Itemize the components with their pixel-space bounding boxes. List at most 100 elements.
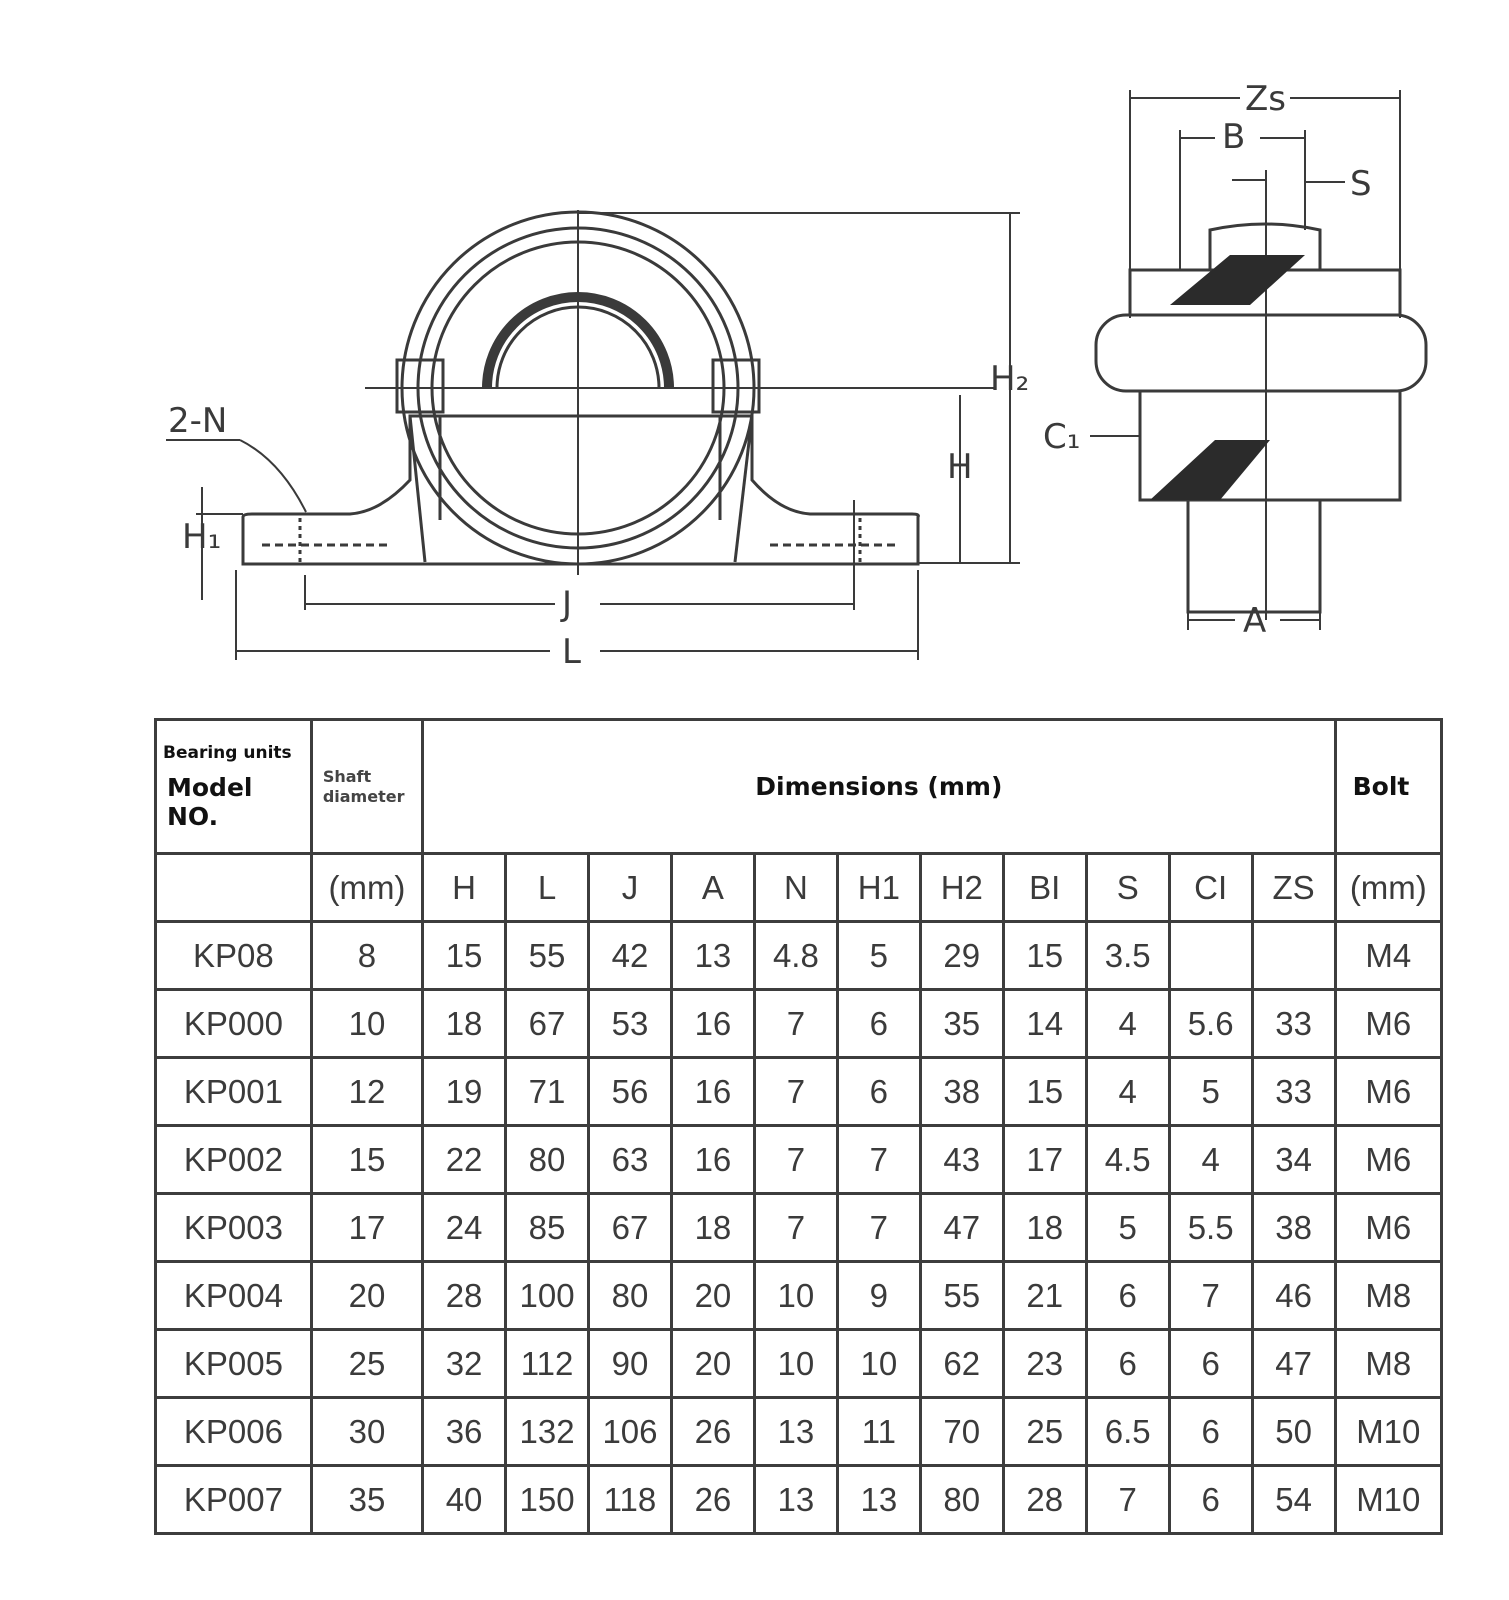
value-cell: 33 [1250, 1056, 1337, 1127]
value-cell: 24 [421, 1192, 508, 1263]
value-cell: 6.5 [1084, 1396, 1171, 1467]
subheader-cell: BI [1001, 852, 1088, 923]
value-cell: 22 [421, 1124, 508, 1195]
value-cell: 13 [669, 920, 756, 991]
value-cell: 10 [835, 1328, 922, 1399]
value-cell: 67 [587, 1192, 673, 1263]
value-cell: 63 [587, 1124, 673, 1195]
value-cell: 4.5 [1084, 1124, 1171, 1195]
value-cell: 54 [1250, 1464, 1337, 1535]
value-cell: 40 [421, 1464, 508, 1535]
model-cell: KP001 [154, 1056, 313, 1127]
value-cell: M6 [1333, 1056, 1444, 1127]
model-cell: KP004 [154, 1260, 313, 1331]
value-cell: 5 [1084, 1192, 1171, 1263]
value-cell: 16 [669, 1056, 756, 1127]
value-cell: 18 [421, 988, 508, 1059]
value-cell: 7 [1084, 1464, 1171, 1535]
label-h1: H₁ [182, 517, 221, 557]
value-cell: 25 [309, 1328, 425, 1399]
label-h2: H₂ [990, 359, 1029, 399]
value-cell: 7 [752, 1192, 839, 1263]
value-cell: 29 [918, 920, 1005, 991]
value-cell: 20 [309, 1260, 425, 1331]
value-cell: 10 [309, 988, 425, 1059]
value-cell: 15 [1001, 1056, 1088, 1127]
subheader-cell: ZS [1250, 852, 1337, 923]
value-cell: 4.8 [752, 920, 839, 991]
value-cell: 6 [1167, 1464, 1254, 1535]
subheader-cell: N [752, 852, 839, 923]
subheader-cell: (mm) [1333, 852, 1444, 923]
value-cell: 15 [421, 920, 508, 991]
value-cell: 26 [669, 1464, 756, 1535]
subheader-cell: H [421, 852, 508, 923]
value-cell: 43 [918, 1124, 1005, 1195]
value-cell: 4 [1084, 988, 1171, 1059]
value-cell: 8 [309, 920, 425, 991]
value-cell: 70 [918, 1396, 1005, 1467]
value-cell: 20 [669, 1260, 756, 1331]
model-cell: KP006 [154, 1396, 313, 1467]
label-b: B [1222, 117, 1245, 157]
value-cell: 21 [1001, 1260, 1088, 1331]
value-cell: 7 [752, 988, 839, 1059]
value-cell: 80 [504, 1124, 590, 1195]
value-cell: 14 [1001, 988, 1088, 1059]
value-cell: 6 [1167, 1396, 1254, 1467]
value-cell: 67 [504, 988, 590, 1059]
value-cell: 50 [1250, 1396, 1337, 1467]
value-cell: 20 [669, 1328, 756, 1399]
value-cell: 16 [669, 988, 756, 1059]
value-cell: 19 [421, 1056, 508, 1127]
subheader-cell: L [504, 852, 590, 923]
model-header: Bearing units Model NO. [154, 718, 313, 855]
value-cell: 5 [1167, 1056, 1254, 1127]
model-header-small: Bearing units [163, 742, 292, 763]
dimensions-header: Dimensions (mm) [421, 718, 1337, 855]
value-cell: 33 [1250, 988, 1337, 1059]
value-cell: 23 [1001, 1328, 1088, 1399]
value-cell: 90 [587, 1328, 673, 1399]
label-a: A [1243, 601, 1266, 641]
value-cell [1250, 920, 1337, 991]
value-cell: 56 [587, 1056, 673, 1127]
value-cell: 80 [918, 1464, 1005, 1535]
value-cell: 53 [587, 988, 673, 1059]
value-cell: 5.5 [1167, 1192, 1254, 1263]
model-header-large: Model NO. [167, 772, 253, 831]
value-cell: 6 [835, 1056, 922, 1127]
value-cell: 47 [918, 1192, 1005, 1263]
label-s: S [1350, 164, 1372, 204]
value-cell: 46 [1250, 1260, 1337, 1331]
value-cell: 4 [1084, 1056, 1171, 1127]
value-cell: 6 [1084, 1260, 1171, 1331]
model-cell: KP003 [154, 1192, 313, 1263]
label-l: L [562, 632, 581, 672]
value-cell: 7 [752, 1124, 839, 1195]
value-cell: 7 [835, 1124, 922, 1195]
value-cell: 71 [504, 1056, 590, 1127]
subheader-cell: H2 [918, 852, 1005, 923]
value-cell: M10 [1333, 1464, 1444, 1535]
value-cell: 34 [1250, 1124, 1337, 1195]
value-cell: 13 [752, 1396, 839, 1467]
value-cell: 100 [504, 1260, 590, 1331]
value-cell: 62 [918, 1328, 1005, 1399]
value-cell: 32 [421, 1328, 508, 1399]
model-cell: KP007 [154, 1464, 313, 1535]
value-cell: 13 [752, 1464, 839, 1535]
value-cell: 26 [669, 1396, 756, 1467]
label-2-n: 2-N [168, 401, 227, 441]
value-cell: 112 [504, 1328, 590, 1399]
subheader-cell: J [587, 852, 673, 923]
value-cell: 6 [1167, 1328, 1254, 1399]
value-cell: 150 [504, 1464, 590, 1535]
subheader-cell: CI [1167, 852, 1254, 923]
value-cell: M8 [1333, 1260, 1444, 1331]
